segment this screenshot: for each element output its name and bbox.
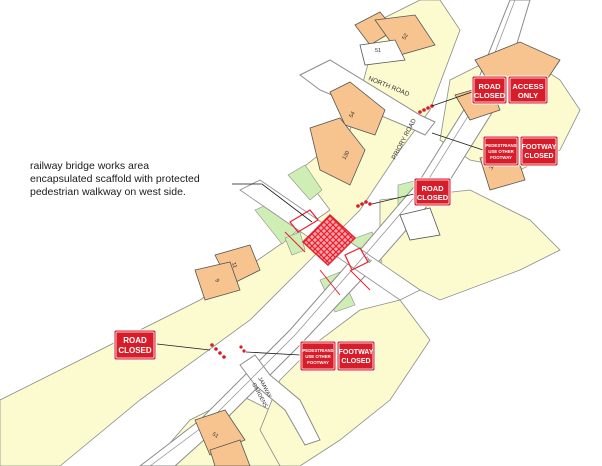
sign-footway-closed-top: FOOTWAY CLOSED <box>519 135 559 167</box>
scaffold-outline-right <box>344 247 369 271</box>
leader-pedestrians-bottom <box>245 351 301 356</box>
house-number-130: 130 <box>342 150 352 161</box>
green-area-1 <box>287 164 323 201</box>
jamway-gardens <box>239 354 321 446</box>
svg-text:FOOTWAY: FOOTWAY <box>522 144 557 151</box>
house-number-51-bottom: 51 <box>211 432 219 440</box>
house-number-51-top: 51 <box>375 48 381 54</box>
building-bottom-2 <box>209 439 251 466</box>
svg-text:ONLY: ONLY <box>518 91 538 100</box>
barrier-bottom-east <box>239 345 246 353</box>
scaffold-red-line-1 <box>284 231 306 253</box>
barrier-bottom <box>210 343 226 359</box>
svg-text:CLOSED: CLOSED <box>524 153 553 160</box>
svg-text:ACCESS: ACCESS <box>512 82 543 91</box>
leader-road-closed-mid <box>371 193 415 205</box>
sign-road-closed-left: ROAD CLOSED <box>113 329 157 361</box>
sign-road-closed-mid: ROAD CLOSED <box>413 177 452 207</box>
building-130 <box>309 117 366 186</box>
scaffold-outline-left <box>289 209 319 233</box>
works-annotation: railway bridge works area encapsulated s… <box>30 160 230 199</box>
leader-road-closed-left <box>156 343 211 351</box>
annotation-line-2: encapsulated scaffold with protected <box>30 173 200 185</box>
annotation-line-3: pedestrian walkway on west side. <box>30 186 186 198</box>
sign-road-closed-top: ROAD CLOSED <box>471 75 508 105</box>
priory-road <box>139 0 531 466</box>
svg-text:USE OTHER: USE OTHER <box>488 149 514 154</box>
svg-text:ROAD: ROAD <box>421 184 444 193</box>
green-area-3 <box>284 231 306 256</box>
scaffold-red-line-2 <box>319 269 341 296</box>
svg-text:PEDESTRIANS: PEDESTRIANS <box>302 348 333 353</box>
svg-text:ROAD: ROAD <box>123 336 147 345</box>
land-parcel-south-east <box>259 299 431 466</box>
scaffold-crosshatch <box>301 213 357 267</box>
annotation-line-1: railway bridge works area <box>30 160 150 172</box>
scaffold-area <box>284 209 371 296</box>
svg-text:FOOTWAY: FOOTWAY <box>307 360 329 365</box>
building-east-4 <box>399 207 441 241</box>
house-number-52: 52 <box>402 33 410 41</box>
building-54 <box>329 81 386 136</box>
leader-road-closed-top <box>431 91 473 107</box>
house-number-11: 11 <box>230 262 238 269</box>
svg-text:USE OTHER: USE OTHER <box>305 354 331 359</box>
svg-text:FOOTWAY: FOOTWAY <box>490 155 512 160</box>
svg-text:PEDESTRIANS: PEDESTRIANS <box>485 143 516 148</box>
building-top-2 <box>359 39 406 66</box>
sign-access-only: ACCESS ONLY <box>507 75 549 105</box>
building-9 <box>194 261 241 301</box>
sign-pedestrians-bottom: PEDESTRIANS USE OTHER FOOTWAY <box>299 340 337 372</box>
house-number-54: 54 <box>349 111 357 119</box>
sign-footway-closed-bottom: FOOTWAY CLOSED <box>336 340 376 372</box>
svg-text:CLOSED: CLOSED <box>474 91 506 100</box>
house-number-9: 9 <box>213 278 220 284</box>
sign-pedestrians-top: PEDESTRIANS USE OTHER FOOTWAY <box>482 135 520 167</box>
leader-pedestrians-top <box>431 132 484 151</box>
barrier-mid <box>356 200 372 208</box>
rail-label: rail <box>363 255 372 264</box>
leader-annotation <box>232 183 313 223</box>
svg-text:CLOSED: CLOSED <box>417 193 449 202</box>
leader-lines <box>156 91 484 356</box>
scaffold-red-line-3 <box>349 269 371 291</box>
svg-text:ROAD: ROAD <box>478 82 501 91</box>
svg-text:CLOSED: CLOSED <box>118 346 152 355</box>
svg-text:CLOSED: CLOSED <box>341 358 370 365</box>
svg-text:FOOTWAY: FOOTWAY <box>339 349 374 356</box>
